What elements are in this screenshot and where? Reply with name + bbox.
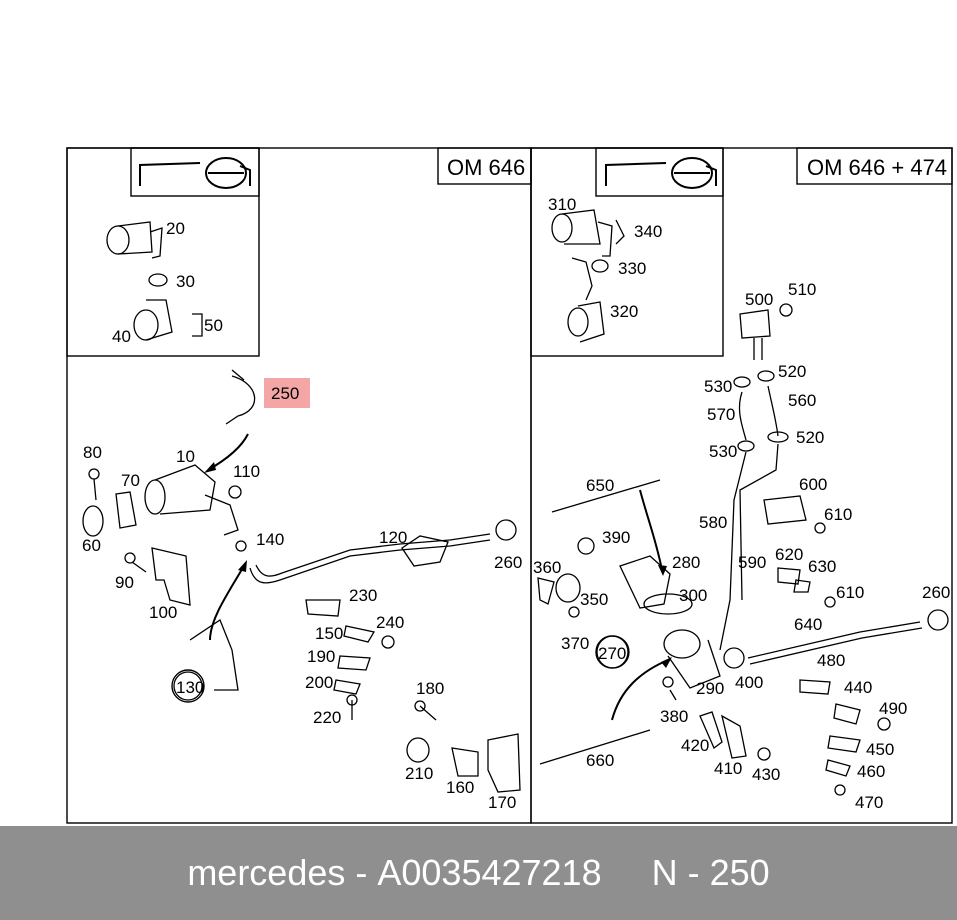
part-label: 100 xyxy=(149,603,177,622)
part-label: 40 xyxy=(112,327,131,346)
footer-caption: mercedes - A0035427218 N - 250 xyxy=(0,826,957,920)
part-label: 600 xyxy=(799,475,827,494)
right-inset-box xyxy=(530,147,724,357)
part-label: 190 xyxy=(307,647,335,666)
part-label: 140 xyxy=(256,530,284,549)
part-label: 270 xyxy=(598,644,626,663)
part-label: 20 xyxy=(166,219,185,238)
part-label: 50 xyxy=(204,316,223,335)
part-label: 530 xyxy=(709,442,737,461)
part-label: 520 xyxy=(778,362,806,381)
left-part-drawings xyxy=(82,221,521,793)
ring-270 xyxy=(595,635,629,669)
part-label: 130 xyxy=(176,678,204,697)
part-label: 180 xyxy=(416,679,444,698)
part-label: 30 xyxy=(176,272,195,291)
right-header-box xyxy=(796,147,953,185)
left-header-box xyxy=(437,147,532,185)
left-inset-box xyxy=(66,147,260,357)
ring-130 xyxy=(171,669,205,703)
part-label: 510 xyxy=(788,280,816,299)
footer-bar: mercedes - A0035427218 N - 250 xyxy=(0,826,957,920)
part-label: 320 xyxy=(610,302,638,321)
part-label: 240 xyxy=(376,613,404,632)
footer-separator: - xyxy=(345,852,378,893)
part-label: 170 xyxy=(488,793,516,812)
part-label: 590 xyxy=(738,553,766,572)
part-label: 150 xyxy=(315,624,343,643)
part-label: 310 xyxy=(548,195,576,214)
footer-brand: mercedes xyxy=(187,852,346,893)
part-label: 390 xyxy=(602,528,630,547)
part-label: 580 xyxy=(699,513,727,532)
part-label: 410 xyxy=(714,759,742,778)
part-label: 350 xyxy=(580,590,608,609)
part-label: 260 xyxy=(922,583,950,602)
part-label: 650 xyxy=(586,476,614,495)
part-label: 330 xyxy=(618,259,646,278)
engine-filter-icon-right xyxy=(605,157,717,189)
part-label: 70 xyxy=(121,471,140,490)
part-label: 660 xyxy=(586,751,614,770)
left-header-text: OM 646 xyxy=(447,155,525,180)
exploded-parts-diagram: OM 646 OM 646 + 474 20 30 40 50 250 80 1… xyxy=(66,147,953,824)
part-label: 440 xyxy=(844,678,872,697)
right-header-text: OM 646 + 474 xyxy=(807,155,947,180)
part-label: 370 xyxy=(561,634,589,653)
engine-filter-icon-left xyxy=(139,157,251,189)
part-label: 400 xyxy=(735,673,763,692)
highlight-box-250 xyxy=(264,378,310,408)
right-part-drawings xyxy=(537,209,949,796)
part-label: 210 xyxy=(405,764,433,783)
footer-part-number: A0035427218 xyxy=(377,852,602,893)
part-label: 290 xyxy=(696,679,724,698)
part-label: 490 xyxy=(879,699,907,718)
part-label: 560 xyxy=(788,391,816,410)
part-label: 230 xyxy=(349,586,377,605)
part-label: 280 xyxy=(672,553,700,572)
part-label: 460 xyxy=(857,762,885,781)
part-label: 80 xyxy=(83,443,102,462)
part-label-highlighted: 250 xyxy=(271,384,299,403)
right-panel-frame xyxy=(530,147,953,824)
part-label: 300 xyxy=(679,586,707,605)
part-label: 520 xyxy=(796,428,824,447)
part-label: 380 xyxy=(660,707,688,726)
part-label: 450 xyxy=(866,740,894,759)
part-label: 470 xyxy=(855,793,883,812)
part-label: 640 xyxy=(794,615,822,634)
part-label: 220 xyxy=(313,708,341,727)
part-label: 530 xyxy=(704,377,732,396)
arrow-heads xyxy=(204,462,672,668)
footer-gap xyxy=(602,852,652,894)
part-label: 110 xyxy=(233,462,260,481)
part-label: 60 xyxy=(82,536,101,555)
part-label: 430 xyxy=(752,765,780,784)
part-label: 10 xyxy=(176,447,195,466)
right-inset-icon-box xyxy=(595,147,724,197)
part-label: 120 xyxy=(379,528,407,547)
part-label: 90 xyxy=(115,573,134,592)
left-inset-icon-box xyxy=(130,147,260,197)
part-label: 630 xyxy=(808,557,836,576)
part-label: 200 xyxy=(305,673,333,692)
part-label: 260 xyxy=(494,553,522,572)
part-label: 500 xyxy=(745,290,773,309)
part-label: 610 xyxy=(836,583,864,602)
part-label: 620 xyxy=(775,545,803,564)
part-label: 420 xyxy=(681,736,709,755)
footer-position-label: N - 250 xyxy=(651,852,770,893)
part-label: 340 xyxy=(634,222,662,241)
part-label: 160 xyxy=(446,778,474,797)
part-label: 360 xyxy=(533,558,561,577)
part-label: 610 xyxy=(824,505,852,524)
part-label: 570 xyxy=(707,405,735,424)
part-label: 480 xyxy=(817,651,845,670)
